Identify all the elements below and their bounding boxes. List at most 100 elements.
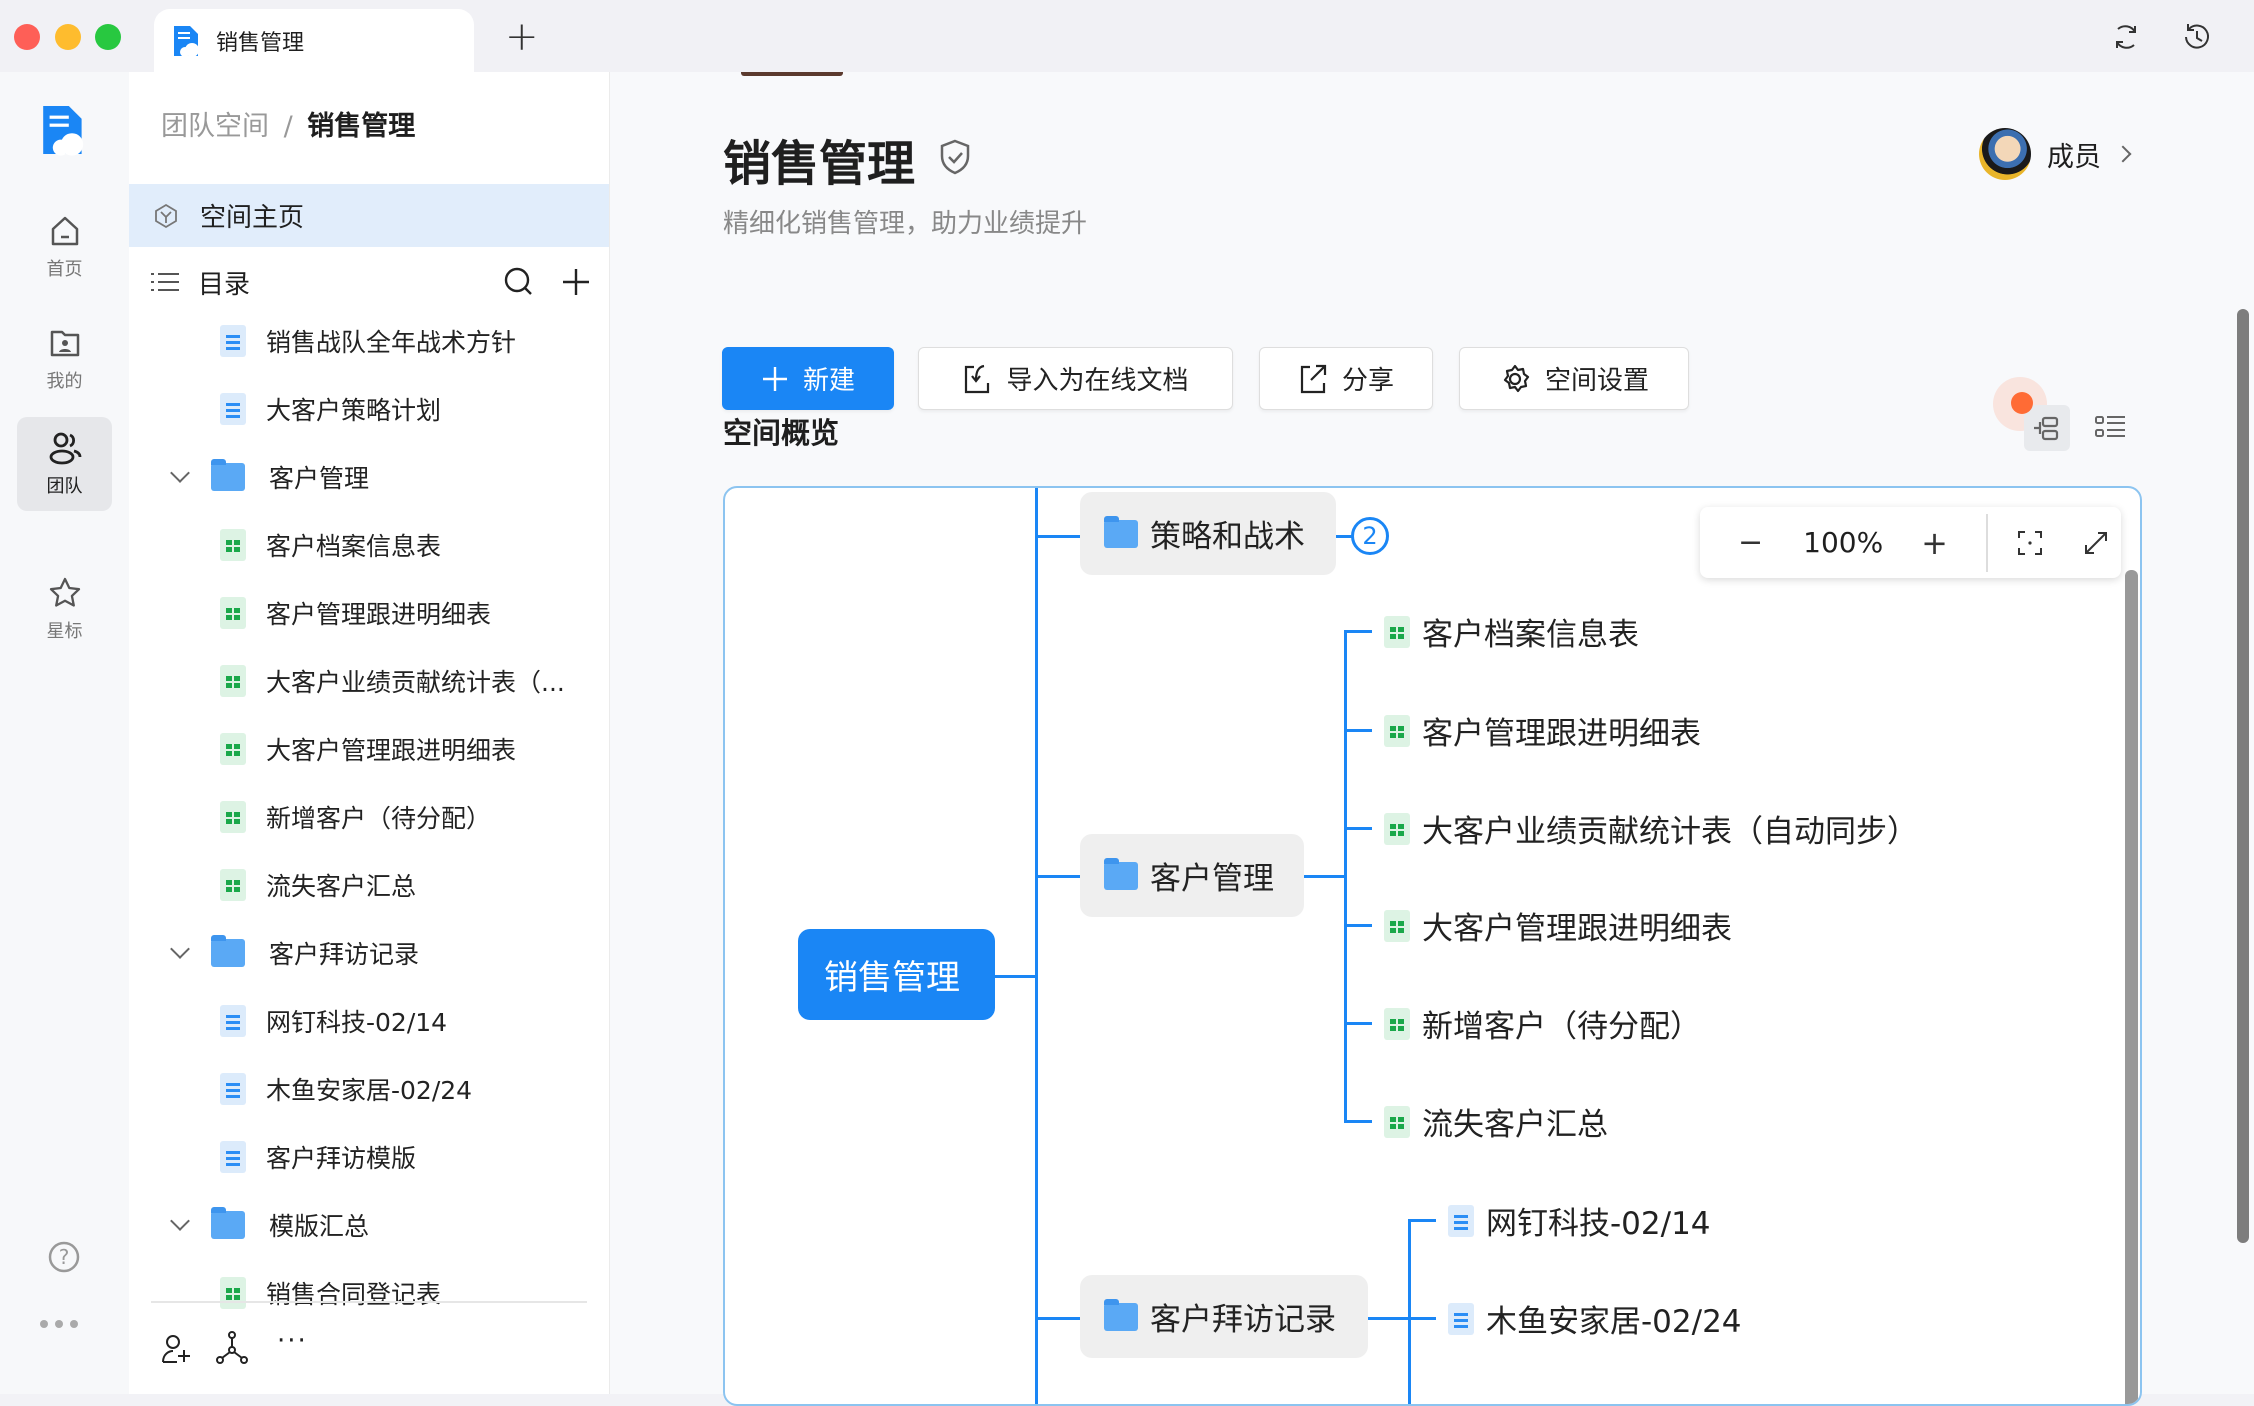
- folder-user-icon: [50, 330, 79, 357]
- tree-item[interactable]: 新增客户（待分配）: [129, 787, 609, 847]
- mindmap-root-node[interactable]: 销售管理: [798, 929, 995, 1020]
- share-label: 分享: [1341, 366, 1394, 396]
- tree-folder[interactable]: 客户管理: [129, 447, 609, 507]
- mindmap-node-strategy[interactable]: 策略和战术: [1080, 492, 1336, 575]
- connector: [1344, 729, 1372, 732]
- more-options-button[interactable]: ···: [277, 1326, 308, 1356]
- mindmap-leaf[interactable]: 木鱼安家居-02/24: [1448, 1296, 1742, 1341]
- page-title: 销售管理: [723, 136, 916, 192]
- minimize-window-button[interactable]: [55, 24, 81, 50]
- close-window-button[interactable]: [14, 24, 40, 50]
- new-button[interactable]: 新建: [722, 347, 894, 410]
- history-icon[interactable]: [2180, 20, 2214, 54]
- rail-label: 团队: [46, 476, 83, 497]
- tree-item-label: 客户拜访模版: [266, 1144, 417, 1173]
- space-settings-button[interactable]: 空间设置: [1459, 347, 1689, 410]
- mindmap-leaf[interactable]: 客户档案信息表: [1384, 609, 1639, 654]
- mindmap-leaf[interactable]: 流失客户汇总: [1384, 1099, 1608, 1144]
- new-tab-button[interactable]: +: [505, 14, 539, 60]
- mindmap-scrollbar[interactable]: [2125, 570, 2138, 1404]
- leaf-label: 大客户管理跟进明细表: [1422, 911, 1732, 947]
- sheet-icon: [220, 733, 246, 765]
- connector: [1304, 875, 1346, 878]
- sheet-icon: [220, 801, 246, 833]
- star-icon: [49, 577, 80, 607]
- help-icon[interactable]: ?: [47, 1240, 81, 1274]
- space-home-item[interactable]: 空间主页: [129, 184, 609, 247]
- mindmap-leaf[interactable]: 大客户管理跟进明细表: [1384, 903, 1732, 948]
- collapsed-count-badge[interactable]: 2: [1351, 517, 1389, 555]
- tree-item[interactable]: 网钉科技-02/14: [129, 991, 609, 1051]
- connector: [1408, 1219, 1436, 1222]
- rail-item-starred[interactable]: 星标: [17, 562, 112, 656]
- tree-item[interactable]: 大客户管理跟进明细表: [129, 719, 609, 779]
- tree-item[interactable]: 客户管理跟进明细表: [129, 583, 609, 643]
- tree-item[interactable]: 大客户策略计划: [129, 379, 609, 439]
- fit-view-icon[interactable]: [2016, 529, 2044, 557]
- tree-item-label: 大客户业绩贡献统计表（...: [266, 668, 565, 697]
- mindmap-node-visits[interactable]: 客户拜访记录: [1080, 1275, 1368, 1358]
- connector: [970, 975, 1037, 978]
- add-icon[interactable]: [561, 267, 591, 297]
- chevron-down-icon[interactable]: [170, 1211, 190, 1231]
- tree-folder[interactable]: 模版汇总: [129, 1195, 609, 1255]
- tree-item[interactable]: 销售合同登记表: [129, 1263, 609, 1323]
- members-button[interactable]: 成员: [1979, 128, 2132, 180]
- tree-item-label: 销售合同登记表: [266, 1280, 442, 1309]
- share-graph-icon[interactable]: [215, 1330, 249, 1366]
- import-label: 导入为在线文档: [1006, 366, 1189, 396]
- import-button[interactable]: 导入为在线文档: [918, 347, 1233, 410]
- tree-folder[interactable]: 客户拜访记录: [129, 923, 609, 983]
- mindmap-leaf[interactable]: 客户管理跟进明细表: [1384, 708, 1701, 753]
- folder-icon: [1104, 1298, 1138, 1331]
- home-icon: [51, 216, 78, 246]
- app-logo-icon: [174, 25, 199, 57]
- search-icon[interactable]: [503, 266, 535, 298]
- page-scrollbar[interactable]: [2237, 309, 2249, 1243]
- tree-item[interactable]: 客户拜访模版: [129, 1127, 609, 1187]
- import-icon: [965, 364, 990, 393]
- mindmap-view-button[interactable]: [2024, 405, 2070, 451]
- node-label: 客户拜访记录: [1150, 1302, 1336, 1338]
- leaf-label: 客户管理跟进明细表: [1422, 716, 1701, 752]
- tree-item[interactable]: 客户档案信息表: [129, 515, 609, 575]
- tree-item[interactable]: 流失客户汇总: [129, 855, 609, 915]
- rail-item-mine[interactable]: 我的: [17, 312, 112, 406]
- sheet-icon: [220, 597, 246, 629]
- mindmap-leaf[interactable]: 网钉科技-02/14: [1448, 1198, 1711, 1243]
- share-button[interactable]: 分享: [1259, 347, 1433, 410]
- breadcrumb-parent[interactable]: 团队空间: [161, 111, 269, 142]
- members-label: 成员: [2047, 141, 2101, 173]
- list-view-icon[interactable]: [2094, 412, 2128, 442]
- rail-item-home[interactable]: 首页: [17, 200, 112, 294]
- chevron-right-icon: [2114, 145, 2132, 163]
- mindmap-leaf[interactable]: 大客户业绩贡献统计表（自动同步）: [1384, 806, 1918, 851]
- rail-item-team[interactable]: 团队: [17, 417, 112, 511]
- node-label: 客户管理: [1150, 861, 1274, 897]
- fullscreen-icon[interactable]: [2082, 529, 2110, 557]
- tree-item[interactable]: 木鱼安家居-02/24: [129, 1059, 609, 1119]
- tree-item[interactable]: 大客户业绩贡献统计表（...: [129, 651, 609, 711]
- more-icon[interactable]: [40, 1320, 90, 1340]
- tab-sales-management[interactable]: 销售管理: [154, 9, 474, 72]
- gear-icon: [1503, 364, 1530, 392]
- mindmap-node-customers[interactable]: 客户管理: [1080, 834, 1304, 917]
- connector: [1344, 827, 1372, 830]
- connector: [1336, 535, 1352, 538]
- node-label: 策略和战术: [1150, 519, 1305, 555]
- tree-item[interactable]: 销售战队全年战术方针: [129, 311, 609, 371]
- mindmap-panel: 销售管理 策略和战术 2 客户管理 客户档案信息表客户管理跟进明细表大客户业绩贡…: [723, 486, 2142, 1406]
- sheet-icon: [1384, 812, 1410, 845]
- chevron-down-icon[interactable]: [170, 939, 190, 959]
- cube-icon: [155, 203, 177, 228]
- leaf-label: 流失客户汇总: [1422, 1107, 1608, 1143]
- zoom-toolbar: − 100% +: [1700, 507, 2121, 578]
- chevron-down-icon[interactable]: [170, 463, 190, 483]
- mindmap-leaf[interactable]: 新增客户（待分配）: [1384, 1001, 1701, 1046]
- breadcrumb-separator: /: [283, 111, 293, 142]
- maximize-window-button[interactable]: [95, 24, 121, 50]
- zoom-in-button[interactable]: +: [1921, 523, 1948, 562]
- zoom-out-button[interactable]: −: [1738, 525, 1764, 560]
- add-member-icon[interactable]: [160, 1332, 194, 1366]
- sync-icon[interactable]: [2110, 21, 2142, 53]
